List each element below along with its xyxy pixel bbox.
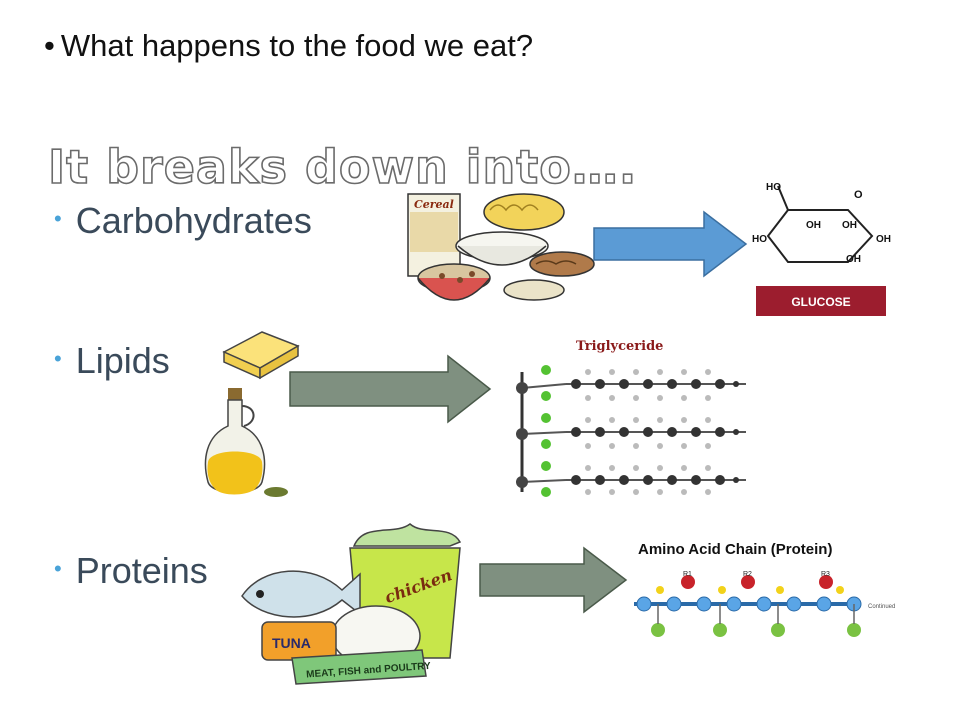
triglyceride-image: Triglyceride	[516, 339, 746, 497]
bullet-dot: •	[54, 206, 62, 232]
oil-bottle-image	[204, 388, 288, 497]
cereal-box-text: Cereal	[414, 198, 454, 211]
svg-text:OH: OH	[806, 220, 821, 231]
protein-foods-image: chicken TUNA MEAT, FISH and POULTRY	[241, 523, 462, 685]
item-label: Proteins	[75, 550, 208, 591]
glucose-label: GLUCOSE	[791, 295, 850, 309]
bullet-dot: •	[44, 28, 55, 63]
svg-text:R3: R3	[821, 571, 830, 578]
svg-text:O: O	[854, 189, 863, 201]
svg-text:OH: OH	[876, 234, 891, 245]
bullet-dot: •	[54, 346, 62, 372]
list-item-proteins: • Proteins	[54, 550, 208, 592]
item-label: Lipids	[75, 340, 170, 381]
item-label: Carbohydrates	[75, 200, 312, 241]
svg-text:HO: HO	[766, 182, 781, 193]
amino-acid-chain-image: Amino Acid Chain (Protein) R1 R2 R3 Cont…	[634, 541, 895, 637]
butter-image	[222, 331, 300, 380]
amino-title: Amino Acid Chain (Protein)	[638, 541, 832, 558]
continued-label: Continued	[868, 604, 895, 610]
blue-arrow	[593, 210, 748, 278]
list-item-lipids: • Lipids	[54, 340, 170, 382]
svg-text:R2: R2	[743, 571, 752, 578]
question-text: What happens to the food we eat?	[60, 28, 534, 63]
section-heading: It breaks down into….	[47, 139, 638, 195]
glucose-structure-image: HO O OH OH HO OH OH GLUCOSE	[752, 182, 891, 316]
svg-text:OH: OH	[842, 220, 857, 231]
svg-text:OH: OH	[846, 254, 861, 265]
gray-arrow-lipids	[289, 354, 492, 424]
list-item-carbohydrates: • Carbohydrates	[54, 200, 312, 242]
triglyceride-label: Triglyceride	[576, 339, 663, 354]
carbohydrate-foods-image: Cereal	[407, 193, 595, 301]
svg-text:HO: HO	[752, 234, 767, 245]
svg-text:R1: R1	[683, 571, 692, 578]
gray-arrow-proteins	[479, 546, 628, 614]
bullet-dot: •	[54, 556, 62, 582]
tuna-label: TUNA	[272, 635, 311, 651]
question-bullet: •What happens to the food we eat?	[44, 28, 533, 64]
